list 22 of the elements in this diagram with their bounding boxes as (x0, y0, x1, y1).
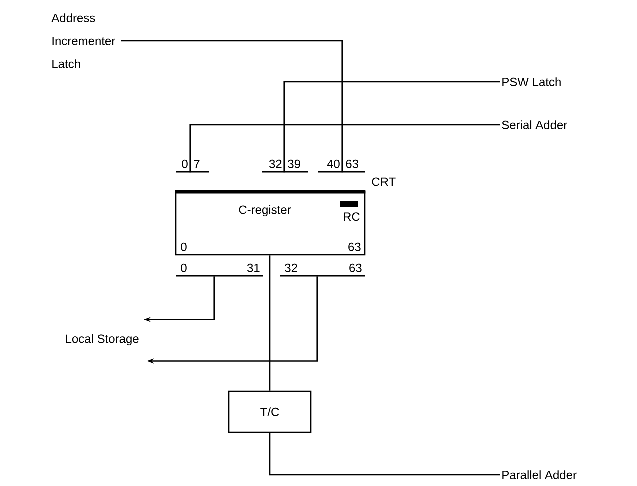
connector-line (269, 433, 500, 476)
block-label: Serial Adder (502, 120, 568, 130)
node-label: RC (344, 212, 360, 222)
bit-range-bar: 0 7 (176, 160, 209, 173)
bit-range-bar: 32 63 (280, 264, 365, 277)
bit-range-bar: 0 31 (176, 264, 263, 277)
connector-line (190, 124, 500, 173)
bit-range-bar: 40 63 (318, 160, 365, 173)
connector-line (284, 81, 500, 173)
bit-range-bar: 32 39 (262, 160, 308, 173)
node-label: C-register (239, 205, 292, 217)
node-label: 0 (181, 242, 187, 252)
block-label: Parallel Adder (502, 470, 577, 480)
register-box: C-register RC 0 63 (175, 190, 366, 256)
block-label: Local Storage (66, 334, 139, 346)
block-label: PSW Latch (502, 78, 561, 86)
register-label: CRT (372, 178, 396, 186)
process-box: T/C (228, 390, 312, 434)
connector-line (269, 256, 271, 391)
connector-line (121, 40, 343, 173)
block-label: Address Incrementer Latch (52, 14, 116, 68)
node-label: 63 (348, 242, 361, 252)
